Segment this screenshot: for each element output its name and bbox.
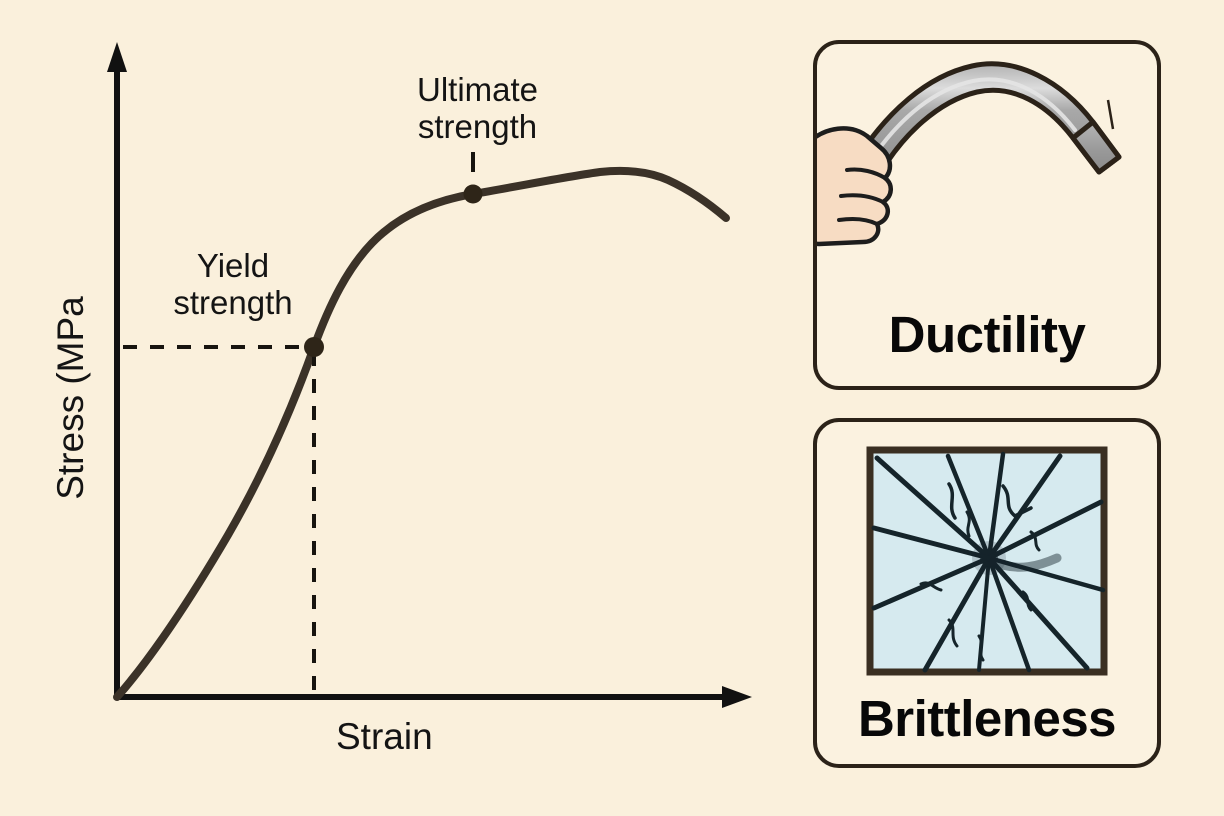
card-brittleness: Brittleness (813, 418, 1161, 768)
yield-guides (123, 345, 316, 694)
yield-strength-annotation: Yield strength (173, 247, 293, 321)
stress-strain-chart: Yield strength Ultimate strength Strain … (50, 42, 752, 757)
yield-strength-marker (304, 337, 324, 357)
ultimate-strength-marker (463, 184, 483, 204)
y-axis-label: Stress (MPa (50, 296, 91, 500)
y-axis-arrowhead (107, 42, 127, 72)
x-axis-label: Strain (336, 716, 433, 757)
x-axis (117, 686, 752, 708)
metal-bar (854, 61, 1122, 178)
hand-gripping-bar (817, 126, 893, 247)
ductility-illustration (817, 61, 1122, 247)
x-axis-arrowhead (722, 686, 752, 708)
crack-pattern (871, 451, 1106, 673)
bar-end-cap (1070, 119, 1122, 175)
motion-tick (1106, 99, 1115, 130)
ductility-card-title: Ductility (888, 306, 1086, 363)
brittleness-illustration (866, 446, 1108, 676)
ultimate-strength-annotation: Ultimate strength (416, 71, 539, 145)
brittleness-card-title: Brittleness (857, 690, 1117, 747)
y-axis (107, 42, 127, 697)
card-ductility: Ductility (813, 40, 1161, 390)
stress-strain-curve (113, 166, 730, 701)
chart-canvas (107, 42, 752, 708)
